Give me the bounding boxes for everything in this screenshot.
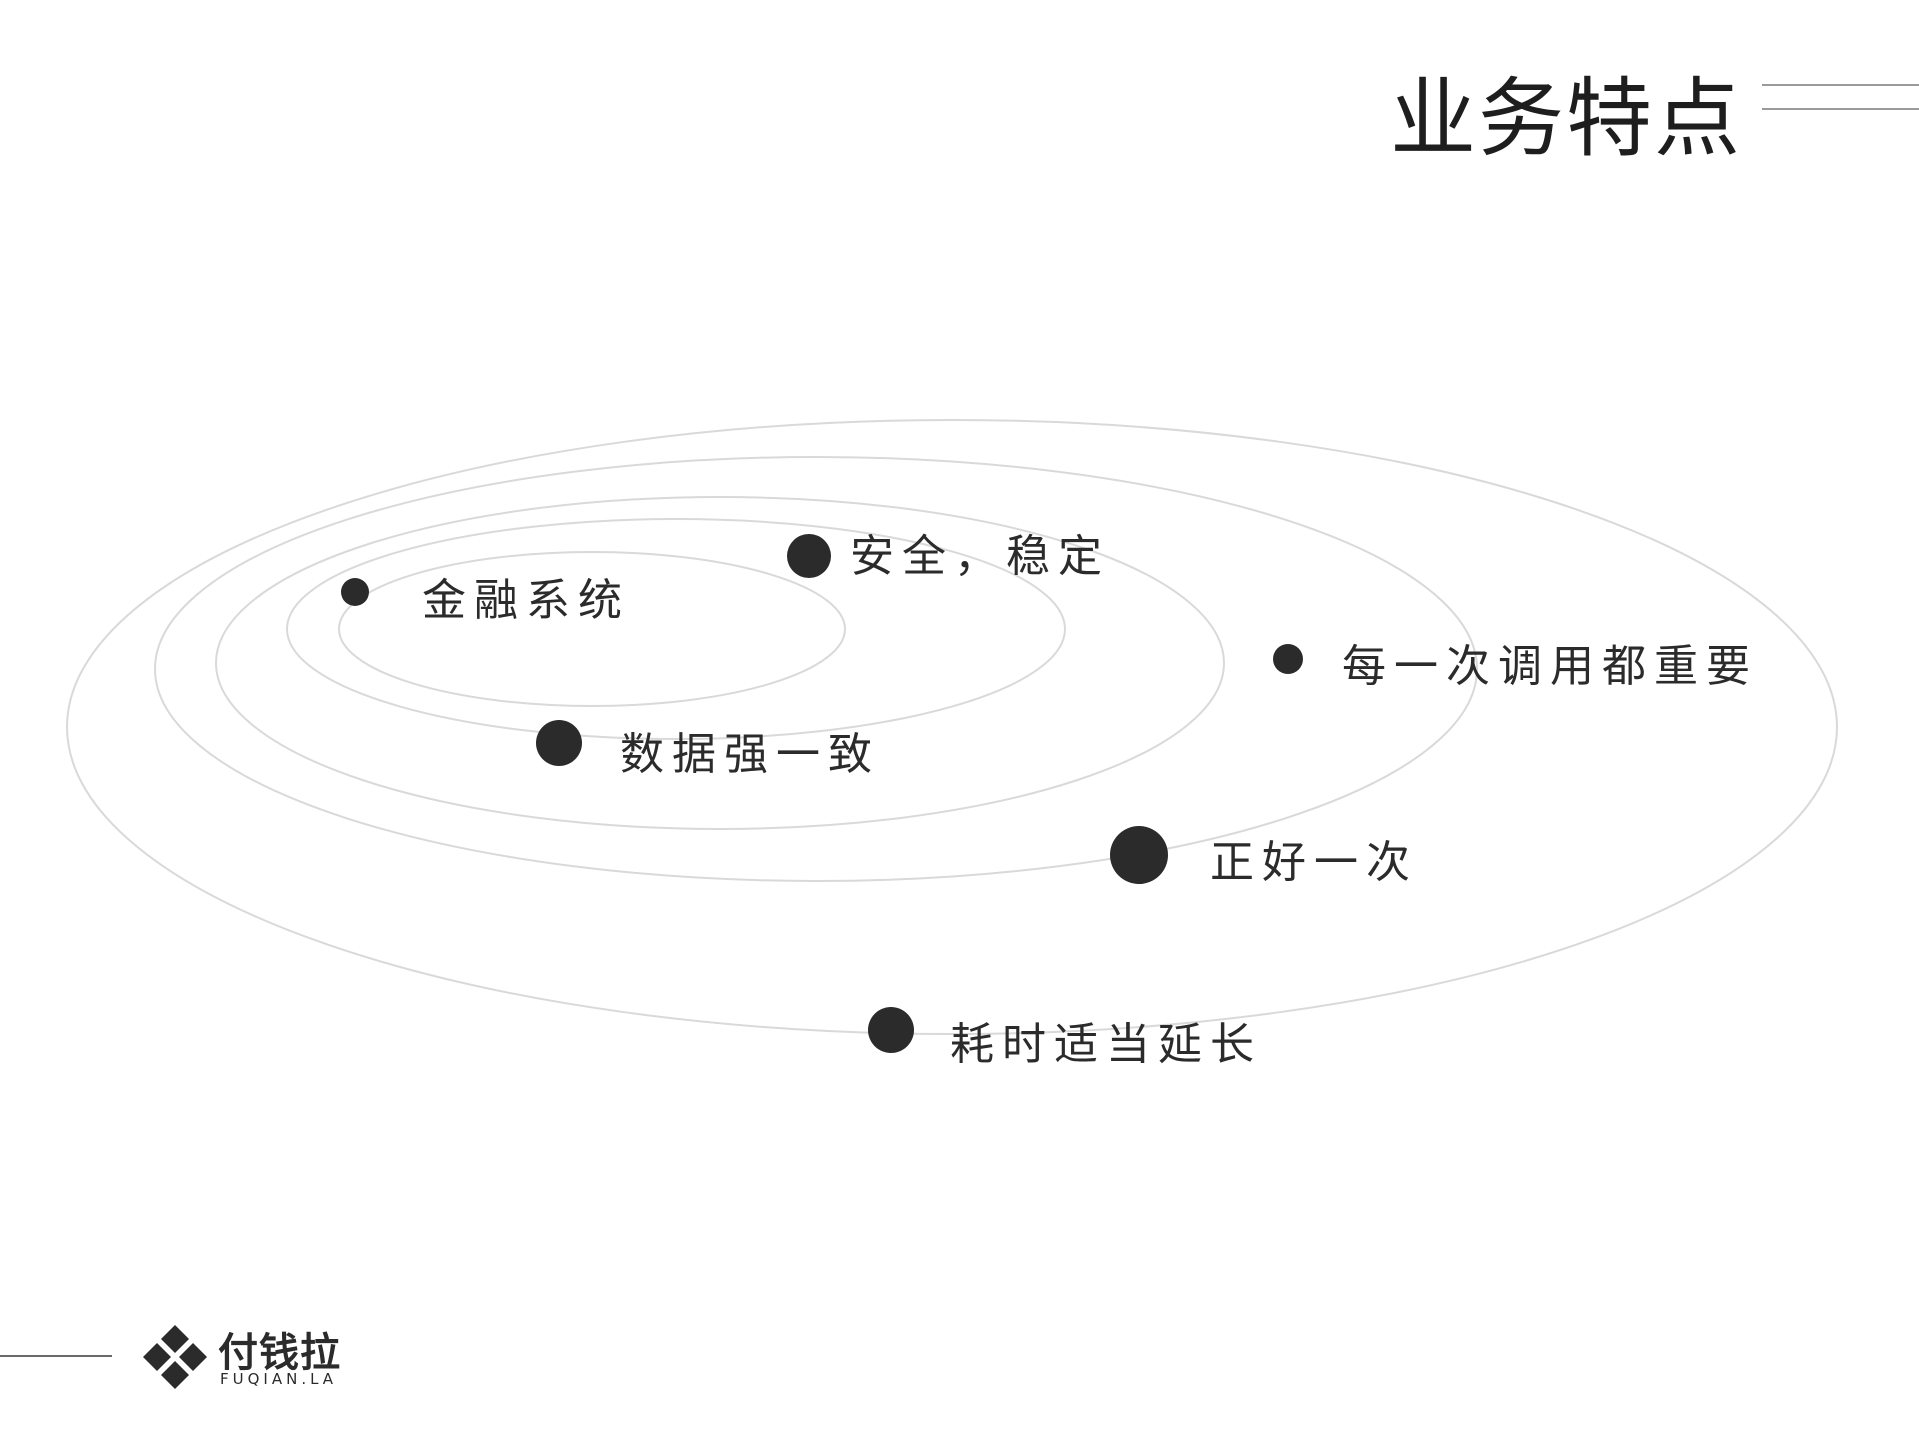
footer-divider (0, 1355, 112, 1357)
point-label-safety: 安全，稳定 (850, 531, 1110, 582)
orbit-ring-3 (215, 496, 1225, 830)
orbit-ring-1 (338, 551, 846, 707)
point-label-exactly-once: 正好一次 (1210, 837, 1418, 888)
logo-name: 付钱拉 (218, 1330, 341, 1376)
orbit-ring-4 (154, 456, 1478, 882)
point-label-consistency: 数据强一致 (620, 729, 880, 780)
brand-logo: 付钱拉 FUQIAN.LA (140, 1322, 350, 1394)
point-dot-every-call (1273, 644, 1303, 674)
point-dot-latency (868, 1007, 914, 1053)
point-dot-consistency (536, 720, 582, 766)
title-divider-bottom (1762, 108, 1919, 110)
point-dot-exactly-once (1110, 826, 1168, 884)
point-label-latency: 耗时适当延长 (950, 1019, 1262, 1070)
logo-subtitle: FUQIAN.LA (220, 1370, 338, 1388)
logo-diamond-icon (143, 1325, 207, 1389)
point-dot-safety (787, 534, 831, 578)
point-dot-finance (341, 578, 369, 606)
point-label-every-call: 每一次调用都重要 (1342, 641, 1758, 692)
title-divider-top (1762, 84, 1919, 86)
orbit-ring-5 (66, 419, 1838, 1035)
page-title: 业务特点 (1390, 69, 1742, 169)
orbit-ring-2 (286, 518, 1066, 740)
point-label-finance: 金融系统 (422, 575, 630, 626)
